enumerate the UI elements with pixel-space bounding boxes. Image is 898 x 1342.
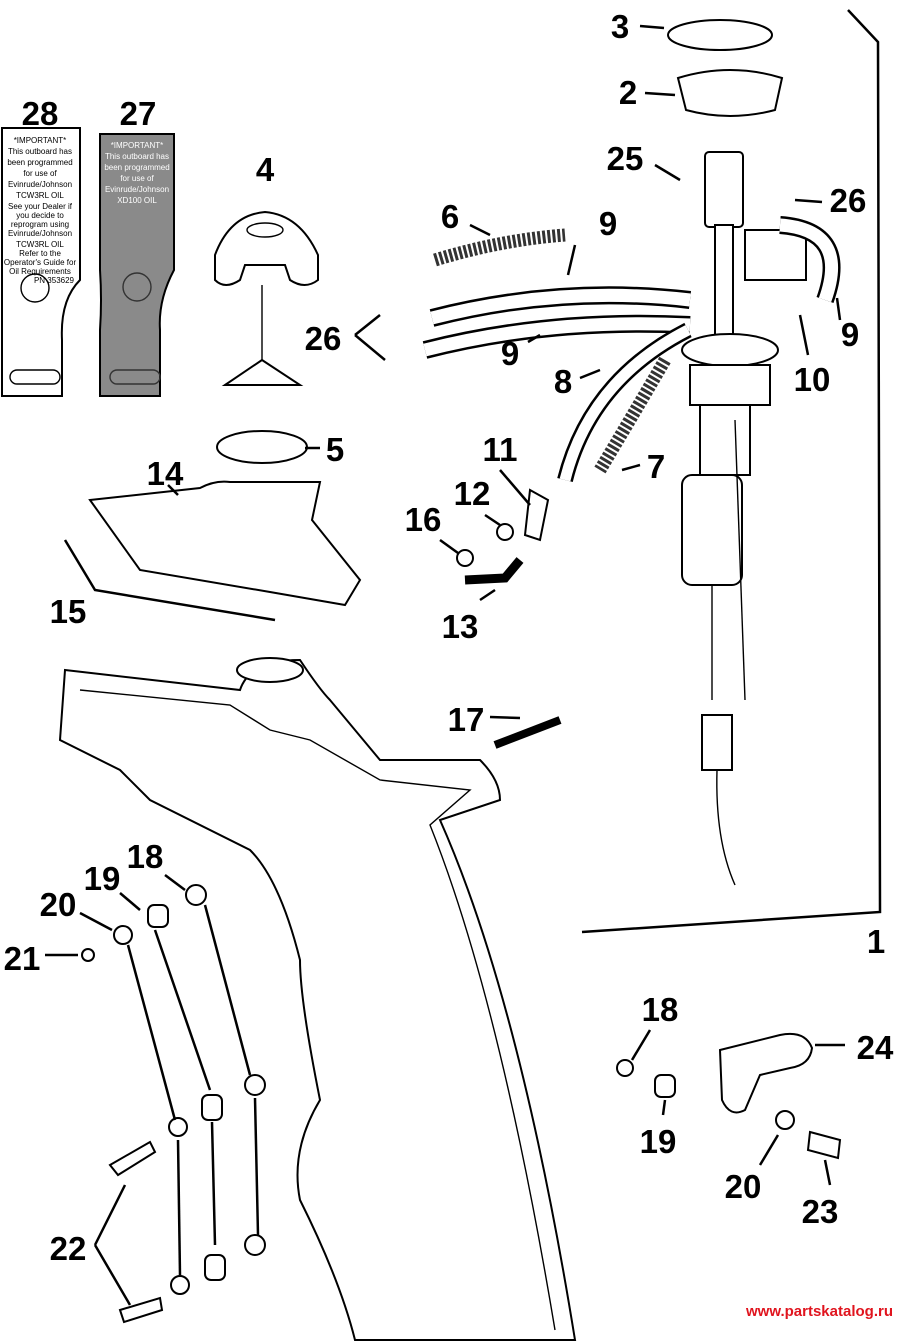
decal-27-line: Evinrude/Johnson <box>105 185 169 194</box>
fitting-11 <box>523 488 550 542</box>
decal-27-line: for use of <box>120 174 154 183</box>
decal-27-line: This outboard has <box>105 152 169 161</box>
decal-28-line: been programmed <box>7 158 72 167</box>
plate-14 <box>88 480 362 607</box>
decal-28-line: See your Dealer if <box>8 202 73 211</box>
decal-28-line: Operator's Guide for <box>4 258 77 267</box>
callout-4: 4 <box>256 151 275 188</box>
callout-2: 2 <box>619 74 637 111</box>
callout-13: 13 <box>442 608 479 645</box>
callout-28: 28 <box>22 95 59 132</box>
callout-26: 26 <box>305 320 342 357</box>
o-ring-5 <box>216 430 308 464</box>
callout-23: 23 <box>802 1193 839 1230</box>
cover-2 <box>676 69 784 117</box>
callout-25: 25 <box>607 140 644 177</box>
decal-28-line: Oil Requirements <box>9 267 71 276</box>
callout-1: 1 <box>867 923 885 960</box>
decal-28: *IMPORTANT* This outboard has been progr… <box>1 127 81 397</box>
callout-20: 20 <box>40 886 77 923</box>
callout-22: 22 <box>50 1230 87 1267</box>
callout-5: 5 <box>326 431 344 468</box>
callout-7: 7 <box>647 448 665 485</box>
decal-28-line: Evinrude/Johnson <box>8 180 72 189</box>
decal-27-line: XD100 OIL <box>117 196 157 205</box>
callout-15: 15 <box>50 593 87 630</box>
filler-cap-4 <box>214 210 319 386</box>
callout-3: 3 <box>611 8 629 45</box>
hose-8 <box>557 322 692 482</box>
decal-28-line: TCW3RL OIL <box>16 191 64 200</box>
callout-24: 24 <box>857 1029 894 1066</box>
callout-10: 10 <box>794 361 831 398</box>
stud-17 <box>493 716 562 749</box>
oil-tank <box>58 658 577 1341</box>
decal-28-line: reprogram using <box>11 220 69 229</box>
callout-14: 14 <box>147 455 184 492</box>
decal-27-line: *IMPORTANT* <box>111 141 164 150</box>
callout-9: 9 <box>841 316 859 353</box>
callout-17: 17 <box>448 701 485 738</box>
callout-19: 19 <box>84 860 121 897</box>
clamp-12 <box>496 523 514 541</box>
decal-27: *IMPORTANT* This outboard has been progr… <box>99 133 175 397</box>
callout-8: 8 <box>554 363 572 400</box>
watermark: www.partskatalog.ru <box>745 1303 893 1320</box>
grommets <box>81 884 842 1324</box>
callout-18: 18 <box>642 991 679 1028</box>
sleeve-7 <box>594 356 671 474</box>
callout-19: 19 <box>640 1123 677 1160</box>
callout-21: 21 <box>4 940 41 977</box>
callout-6: 6 <box>441 198 459 235</box>
callout-9: 9 <box>501 335 519 372</box>
elbow-13 <box>464 557 524 585</box>
callout-18: 18 <box>127 838 164 875</box>
callout-27: 27 <box>120 95 157 132</box>
decal-28-line: for use of <box>23 169 57 178</box>
tank-filler-neck <box>236 657 304 683</box>
decal-27-line: been programmed <box>104 163 169 172</box>
decal-28-line: *IMPORTANT* <box>14 136 67 145</box>
callout-12: 12 <box>454 475 491 512</box>
assembly-bracket-1 <box>581 9 882 934</box>
leader-lines <box>45 24 845 1306</box>
pump-assembly-1 <box>681 151 807 886</box>
decal-28-line: This outboard has <box>8 147 72 156</box>
callout-11: 11 <box>483 431 518 468</box>
callout-16: 16 <box>405 501 442 538</box>
decal-28-line: you decide to <box>16 211 64 220</box>
decal-28-line: Refer to the <box>19 249 61 258</box>
clamp-16 <box>456 549 474 567</box>
bracket-24 <box>718 1032 814 1114</box>
decal-28-line: TCW3RL OIL <box>16 240 64 249</box>
callout-9: 9 <box>599 205 617 242</box>
sleeve-6 <box>433 228 566 267</box>
callout-20: 20 <box>725 1168 762 1205</box>
seal-3 <box>667 19 773 51</box>
callout-26: 26 <box>830 182 867 219</box>
decal-28-line: Evinrude/Johnson <box>8 229 72 238</box>
decal-28-line: PN 353629 <box>34 276 75 285</box>
